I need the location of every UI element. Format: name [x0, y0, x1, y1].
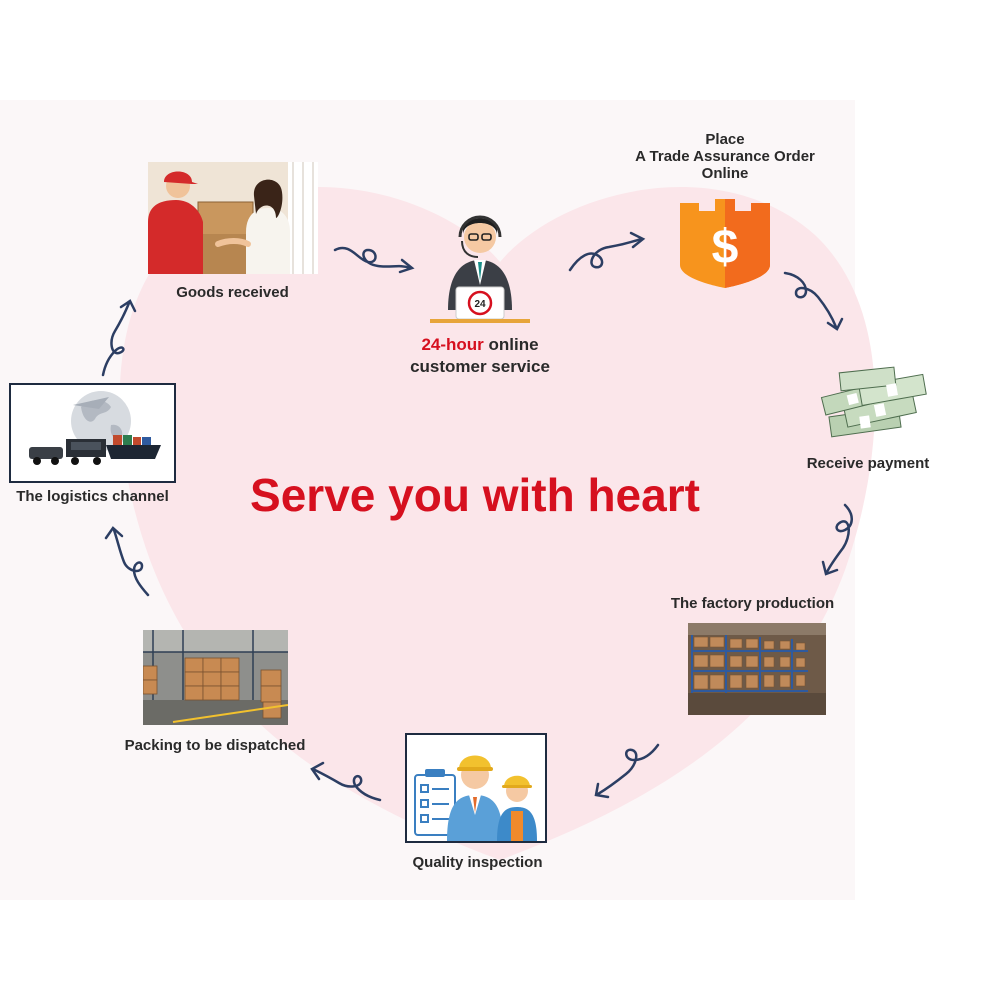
- place-order-line1: Place: [705, 131, 745, 148]
- delivery-handover-icon: [148, 162, 318, 274]
- factory-production-label: The factory production: [670, 595, 835, 612]
- receive-payment-node: [815, 360, 935, 450]
- service-label-rest: online: [483, 335, 539, 354]
- goods-received-image: [148, 162, 318, 274]
- receive-payment-label: Receive payment: [806, 455, 930, 472]
- money-stack-icon: [820, 366, 927, 438]
- packed-boxes-icon: [143, 630, 288, 725]
- arrow-payment-to-factory: [821, 503, 853, 576]
- service-label-line2: customer service: [410, 357, 550, 376]
- badge-24: 24: [474, 299, 486, 310]
- factory-production-image: [688, 623, 826, 715]
- inspectors-checklist-icon: [414, 755, 537, 841]
- quality-inspection-image: [405, 733, 547, 843]
- arrow-service-to-order: [568, 231, 646, 272]
- quality-inspection-label: Quality inspection: [412, 854, 543, 871]
- place-order-node: $: [675, 195, 775, 290]
- customer-service-node: 24: [430, 215, 530, 330]
- dollar-symbol: $: [712, 221, 739, 274]
- arrow-goods-to-service: [333, 246, 415, 274]
- arrow-logistics-to-goods: [101, 299, 137, 377]
- globe-transport-icon: [29, 391, 161, 465]
- arrow-factory-to-quality: [594, 743, 660, 799]
- place-order-label: Place A Trade Assurance Order Online: [610, 131, 840, 182]
- warehouse-shelves-icon: [688, 623, 826, 715]
- arrow-quality-to-packing: [310, 761, 382, 802]
- arrow-packing-to-logistics: [104, 526, 150, 597]
- place-order-line3: Online: [701, 165, 749, 182]
- customer-service-agent-icon: 24: [430, 215, 530, 323]
- customer-service-label: 24-hour online customer service: [380, 334, 580, 378]
- dollar-shield-icon: $: [680, 199, 770, 288]
- headline: Serve you with heart: [250, 469, 700, 521]
- arrow-order-to-payment: [783, 271, 844, 331]
- packing-label: Packing to be dispatched: [124, 737, 306, 754]
- place-order-line2: A Trade Assurance Order: [635, 148, 815, 165]
- service-highlight: 24-hour: [421, 335, 484, 354]
- goods-received-label: Goods received: [176, 284, 289, 301]
- packing-image: [143, 630, 288, 725]
- logistics-image: [9, 383, 176, 483]
- logistics-label: The logistics channel: [16, 488, 169, 505]
